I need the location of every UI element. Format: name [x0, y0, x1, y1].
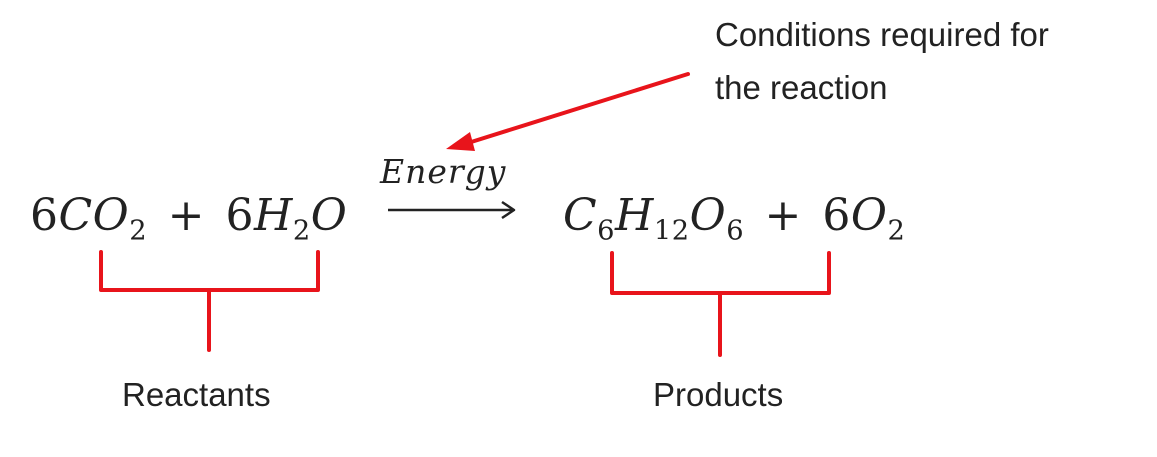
reactant2-formula-o: O	[310, 190, 348, 241]
product1-c-subscript: 6	[597, 215, 616, 247]
conditions-label-line1: Conditions required for	[715, 16, 1049, 53]
product2-subscript: 2	[887, 215, 906, 247]
reactants-label: Reactants	[122, 376, 271, 413]
reactant1-formula: CO	[58, 190, 130, 241]
product2-coefficient: 6	[822, 190, 851, 241]
conditions-pointer-arrow	[446, 72, 690, 151]
product1-h-subscript: 12	[653, 215, 690, 247]
product2-formula: O	[850, 190, 888, 241]
product1-c: C	[563, 190, 598, 241]
product1-o: O	[689, 190, 727, 241]
conditions-label-line2: the reaction	[715, 69, 888, 106]
reactant2-coefficient: 6	[225, 190, 254, 241]
product1-h: H	[615, 190, 654, 241]
reactant1-subscript: 2	[129, 215, 148, 247]
reactant2-subscript: 2	[292, 215, 311, 247]
products-brace	[610, 251, 831, 357]
products-label: Products	[653, 376, 784, 413]
arrow-label-energy: Energy	[380, 152, 507, 191]
product1-o-subscript: 6	[726, 215, 745, 247]
reaction-arrow	[388, 200, 516, 220]
reactants-expression: 6CO2 + 6H2O	[30, 194, 347, 245]
reactant-plus-sign: +	[167, 190, 205, 241]
product-plus-sign: +	[764, 190, 802, 241]
reactants-brace	[99, 250, 320, 352]
reactant2-formula-h: H	[253, 190, 293, 241]
reactant1-coefficient: 6	[30, 190, 59, 241]
products-expression: C6H12O6 + 6O2	[563, 194, 905, 245]
